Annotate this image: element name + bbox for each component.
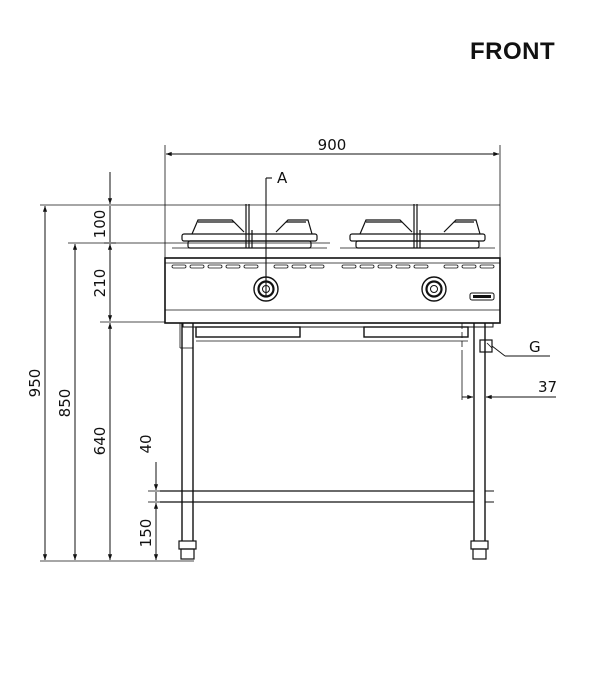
dimension-label: 210: [91, 269, 109, 298]
burner-left: [172, 204, 327, 249]
dimension-label: 950: [26, 369, 44, 398]
dimension-label: 900: [318, 136, 347, 154]
appliance-outline: [160, 204, 501, 560]
control-knob: [421, 276, 447, 302]
dimension-label: 640: [91, 427, 109, 456]
leg-left: [178, 323, 197, 560]
dimension-side-offset: 37: [461, 350, 557, 400]
gas-connection-label: G: [529, 338, 541, 356]
dimension-rail: 40 150: [137, 434, 159, 561]
dimension-label: 850: [56, 389, 74, 418]
burner-right: [340, 204, 495, 249]
dimension-label: 40: [137, 434, 155, 453]
view-title: FRONT: [470, 38, 556, 65]
leg-right: [461, 323, 493, 560]
vent-slots: [171, 264, 495, 269]
dimension-worktop-height: 850: [56, 243, 78, 561]
dimension-chain: 100 210 640: [91, 172, 116, 561]
section-marker: A: [265, 169, 288, 296]
dimension-overall-width: 900: [164, 136, 501, 258]
brand-badge: [469, 292, 495, 301]
dimension-label: 150: [137, 519, 155, 548]
dimension-label: 100: [91, 210, 109, 239]
lower-rail: [160, 490, 494, 503]
dimension-total-height: 950: [26, 205, 48, 561]
section-label: A: [277, 169, 288, 187]
gas-connection-callout: G: [491, 338, 550, 357]
dimension-label: 37: [538, 378, 557, 396]
